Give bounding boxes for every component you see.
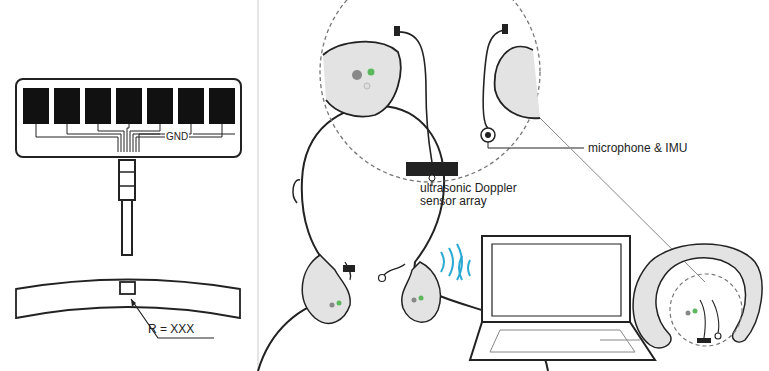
trace	[36, 124, 118, 152]
pcb-board: GND	[15, 78, 242, 158]
sensor-pad	[178, 88, 204, 124]
mic-label: microphone & IMU	[588, 142, 687, 155]
trace	[130, 124, 160, 152]
sensor-pad	[23, 88, 49, 124]
gnd-trace	[139, 134, 160, 152]
sensor-pad	[54, 88, 80, 124]
sensor-pad	[147, 88, 173, 124]
trace	[127, 124, 129, 152]
trace	[98, 124, 124, 152]
sensor-pad	[116, 88, 142, 124]
trace	[67, 124, 121, 152]
trace	[136, 124, 222, 152]
trace	[133, 124, 191, 152]
sensor-pad	[85, 88, 111, 124]
gnd-trace	[193, 134, 235, 135]
pad-array	[17, 80, 240, 156]
sensor-label: ultrasonic Doppler sensor array	[420, 182, 530, 208]
sensor-pad	[209, 88, 235, 124]
resistance-label: R = XXX	[148, 323, 194, 336]
pin-label: GND	[165, 130, 189, 143]
